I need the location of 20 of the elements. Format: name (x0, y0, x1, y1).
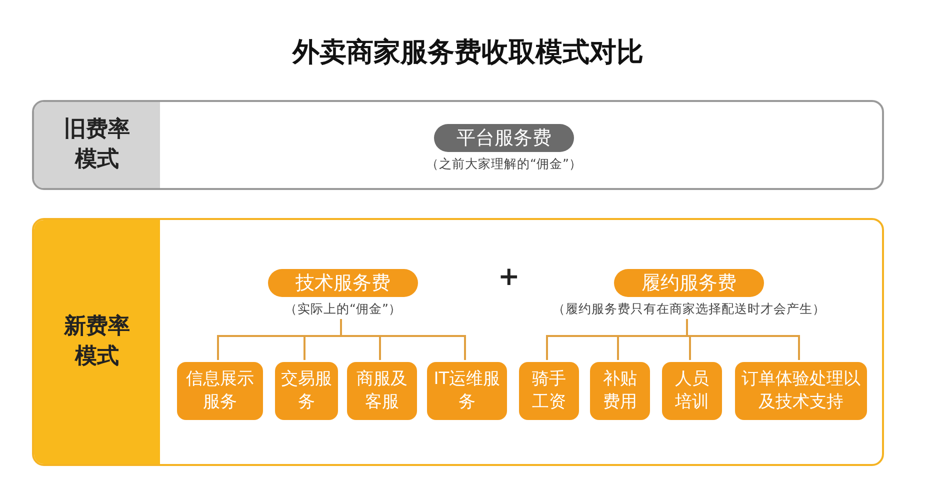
service-box: 订单体验处理以及技术支持 (735, 362, 867, 420)
fee-pill: 技术服务费 (268, 269, 418, 297)
row-panel (32, 100, 884, 190)
title: 外卖商家服务费收取模式对比 (291, 36, 644, 70)
fee-pill: 履约服务费 (614, 269, 764, 297)
row-header: 新费率模式 (34, 220, 160, 464)
note: （之前大家理解的“佣金”） (425, 156, 583, 173)
service-box: 补贴费用 (590, 362, 650, 420)
service-box: 交易服务 (275, 362, 338, 420)
service-box: 信息展示服务 (177, 362, 263, 420)
row-header: 旧费率模式 (34, 102, 160, 188)
service-box: IT运维服务 (427, 362, 507, 420)
fee-pill: 平台服务费 (434, 124, 574, 152)
service-box: 骑手工资 (519, 362, 579, 420)
note: （实际上的“佣金”） (284, 301, 402, 318)
note: （履约服务费只有在商家选择配送时才会产生） (552, 301, 826, 318)
service-box: 商服及客服 (347, 362, 417, 420)
plus-sign: + (498, 262, 520, 292)
row-panel (32, 218, 884, 466)
service-box: 人员培训 (662, 362, 722, 420)
